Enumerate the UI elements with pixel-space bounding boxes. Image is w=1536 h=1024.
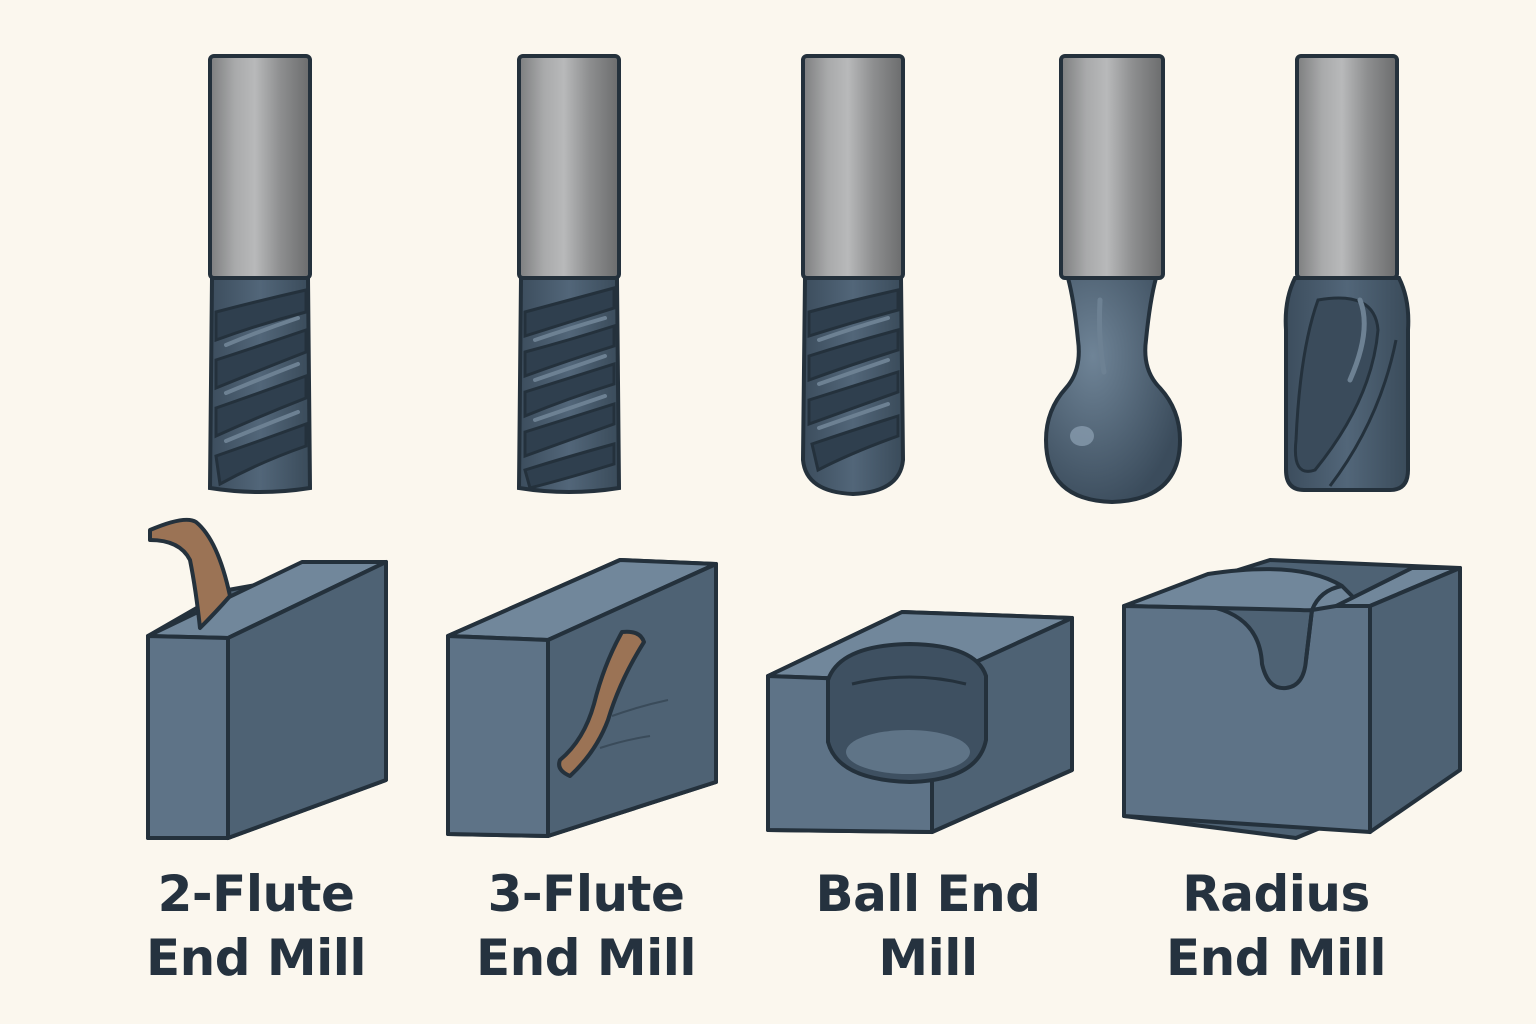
label-line-1: Ball End	[815, 865, 1041, 923]
end-mill-tool-2	[516, 54, 622, 494]
end-mill-tool-3	[800, 54, 906, 497]
label-2-flute-end-mill: 2-Flute End Mill	[86, 862, 426, 990]
rounded-slot	[1304, 584, 1343, 661]
label-line-2: End Mill	[475, 929, 697, 987]
end-mill-tool-4	[1043, 54, 1183, 505]
label-line-1: Radius	[1182, 865, 1370, 923]
end-mill-tool-1	[207, 54, 313, 494]
label-radius-end-mill: Radius End Mill	[1106, 862, 1446, 990]
label-line-2: End Mill	[1165, 929, 1387, 987]
label-line-2: End Mill	[145, 929, 367, 987]
label-ball-end-mill: Ball End Mill	[758, 862, 1098, 990]
label-3-flute-end-mill: 3-Flute End Mill	[416, 862, 756, 990]
end-mill-tool-5	[1283, 54, 1411, 492]
label-line-2: Mill	[878, 929, 978, 987]
label-line-1: 3-Flute	[487, 865, 685, 923]
label-line-1: 2-Flute	[157, 865, 355, 923]
chip-shaving	[557, 629, 646, 778]
workpiece-ball-end	[766, 610, 1074, 834]
workpiece-3-flute	[446, 558, 718, 838]
workpiece-radius-end	[1122, 558, 1462, 840]
workpiece-2-flute	[146, 517, 388, 840]
chip-shaving	[148, 517, 232, 630]
